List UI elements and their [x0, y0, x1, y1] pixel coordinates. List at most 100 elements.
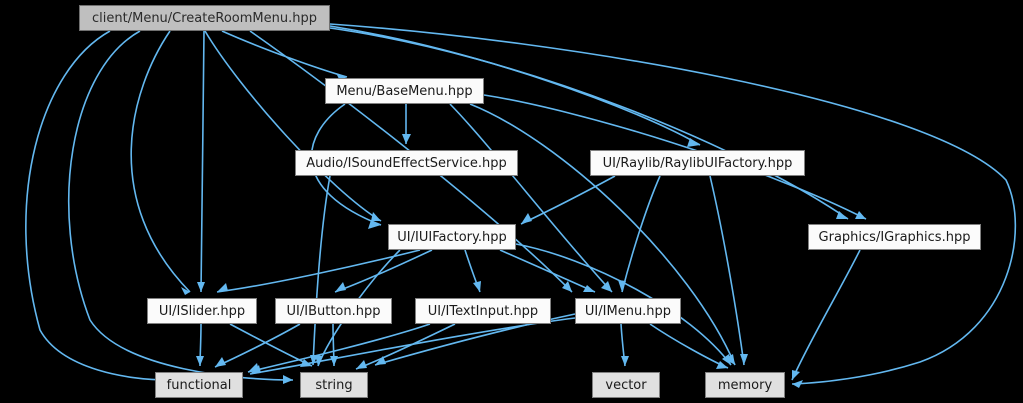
graph-node-label: UI/Raylib/RaylibUIFactory.hpp — [602, 155, 793, 171]
arrowhead-icon — [335, 282, 346, 292]
graph-node-functional[interactable]: functional — [155, 372, 243, 398]
graph-node-string[interactable]: string — [300, 372, 368, 398]
arrowhead-icon — [283, 375, 293, 384]
graph-node-label: functional — [166, 377, 232, 393]
edge-basemenu-to-igraphics — [483, 94, 867, 220]
arrowhead-icon — [722, 354, 731, 365]
graph-node-label: UI/ITextInput.hpp — [427, 303, 539, 319]
graph-node-label: UI/ISlider.hpp — [158, 303, 246, 319]
graph-node-memory[interactable]: memory — [705, 372, 785, 398]
edge-basemenu-to-sound — [402, 104, 411, 144]
edge-root-to-islider — [197, 30, 205, 293]
edge-line — [221, 30, 348, 78]
arrowhead-icon — [562, 281, 572, 292]
arrowhead-icon — [402, 134, 411, 144]
arrowhead-icon — [836, 211, 848, 219]
edge-line — [247, 323, 431, 373]
edge-line — [214, 323, 301, 368]
graph-node-basemenu[interactable]: Menu/BaseMenu.hpp — [325, 78, 484, 104]
edge-line — [68, 30, 294, 381]
arrowhead-icon — [356, 360, 367, 369]
edge-raylibui-to-memory — [709, 175, 748, 366]
graph-node-label: Graphics/IGraphics.hpp — [818, 229, 971, 245]
edge-root-to-imenu — [249, 30, 573, 293]
edge-itextinput-to-string — [355, 323, 456, 370]
edge-line — [709, 175, 745, 366]
arrowhead-icon — [196, 356, 204, 366]
edge-root-to-ibutton — [130, 30, 191, 295]
edge-line — [329, 25, 701, 146]
edge-root-to-memory — [329, 23, 1017, 388]
edge-line — [621, 175, 661, 293]
edge-line — [329, 23, 1017, 385]
edge-line — [249, 30, 573, 293]
graph-node-ibutton[interactable]: UI/IButton.hpp — [275, 298, 392, 324]
edge-line — [483, 94, 867, 220]
edge-iuifactory-to-itextinput — [464, 249, 481, 293]
edge-line — [312, 175, 331, 366]
edge-islider-to-functional — [196, 323, 204, 367]
graph-node-label: UI/IButton.hpp — [286, 303, 381, 319]
edge-igraphics-to-memory — [791, 249, 861, 381]
arrowhead-icon — [716, 361, 728, 369]
graph-node-iuifactory[interactable]: UI/IUIFactory.hpp — [388, 224, 516, 250]
arrowhead-icon — [473, 281, 481, 292]
graph-node-root[interactable]: client/Menu/CreateRoomMenu.hpp — [79, 5, 330, 31]
edge-root-to-functional — [25, 30, 169, 384]
arrowhead-icon — [687, 138, 700, 147]
edge-line — [520, 175, 616, 225]
edge-imenu-to-memory — [649, 323, 729, 369]
arrowhead-icon — [368, 220, 381, 229]
graph-node-label: string — [315, 377, 353, 393]
edge-line — [25, 30, 169, 381]
arrowhead-icon — [215, 357, 226, 367]
edge-sound-to-string — [310, 175, 331, 366]
arrowhead-icon — [181, 287, 190, 295]
edge-islider-to-string — [229, 323, 313, 367]
graph-node-label: Audio/ISoundEffectService.hpp — [306, 155, 507, 171]
edge-iuifactory-to-ibutton — [334, 249, 433, 293]
graph-node-label: vector — [605, 377, 647, 393]
graph-node-label: UI/IUIFactory.hpp — [397, 229, 507, 245]
edge-iuifactory-to-islider — [216, 249, 421, 293]
graph-node-label: memory — [717, 377, 773, 393]
graph-node-label: Menu/BaseMenu.hpp — [336, 83, 473, 99]
graph-node-islider[interactable]: UI/ISlider.hpp — [147, 298, 257, 324]
arrowhead-icon — [601, 281, 612, 292]
edge-line — [791, 249, 861, 381]
arrowhead-icon — [217, 283, 228, 292]
arrowhead-icon — [336, 73, 347, 81]
edge-line — [200, 30, 205, 293]
arrowhead-icon — [375, 356, 386, 365]
edge-root-to-raylibui — [329, 25, 701, 147]
edge-raylibui-to-iuifactory — [520, 175, 616, 225]
edge-iuifactory-to-memory — [515, 243, 732, 366]
graph-node-sound[interactable]: Audio/ISoundEffectService.hpp — [295, 150, 518, 176]
graph-node-vector[interactable]: vector — [592, 372, 660, 398]
edge-line — [334, 249, 433, 293]
edge-line — [515, 243, 732, 366]
graph-node-itextinput[interactable]: UI/ITextInput.hpp — [415, 298, 551, 324]
arrowhead-icon — [315, 355, 323, 366]
edge-line — [216, 249, 421, 293]
edge-line — [130, 30, 191, 293]
graph-node-igraphics[interactable]: Graphics/IGraphics.hpp — [808, 224, 981, 250]
edge-raylibui-to-imenu — [618, 175, 661, 293]
graph-node-imenu[interactable]: UI/IMenu.hpp — [575, 298, 681, 324]
arrowhead-icon — [792, 370, 800, 380]
arrowhead-icon — [521, 213, 532, 224]
edge-root-to-iuifactory — [204, 30, 382, 222]
arrowhead-icon — [371, 212, 381, 221]
edge-ibutton-to-functional — [214, 323, 301, 368]
graph-node-label: UI/IMenu.hpp — [584, 303, 672, 319]
edge-iuifactory-to-imenu — [499, 249, 596, 293]
arrowhead-icon — [250, 365, 261, 374]
graph-node-raylibui[interactable]: UI/Raylib/RaylibUIFactory.hpp — [590, 150, 805, 176]
arrowhead-icon — [855, 211, 866, 219]
arrowhead-icon — [583, 285, 595, 292]
arrowhead-icon — [197, 282, 205, 292]
edge-root-to-string — [68, 30, 294, 384]
graph-node-label: client/Menu/CreateRoomMenu.hpp — [92, 10, 317, 26]
arrowhead-icon — [792, 380, 803, 388]
